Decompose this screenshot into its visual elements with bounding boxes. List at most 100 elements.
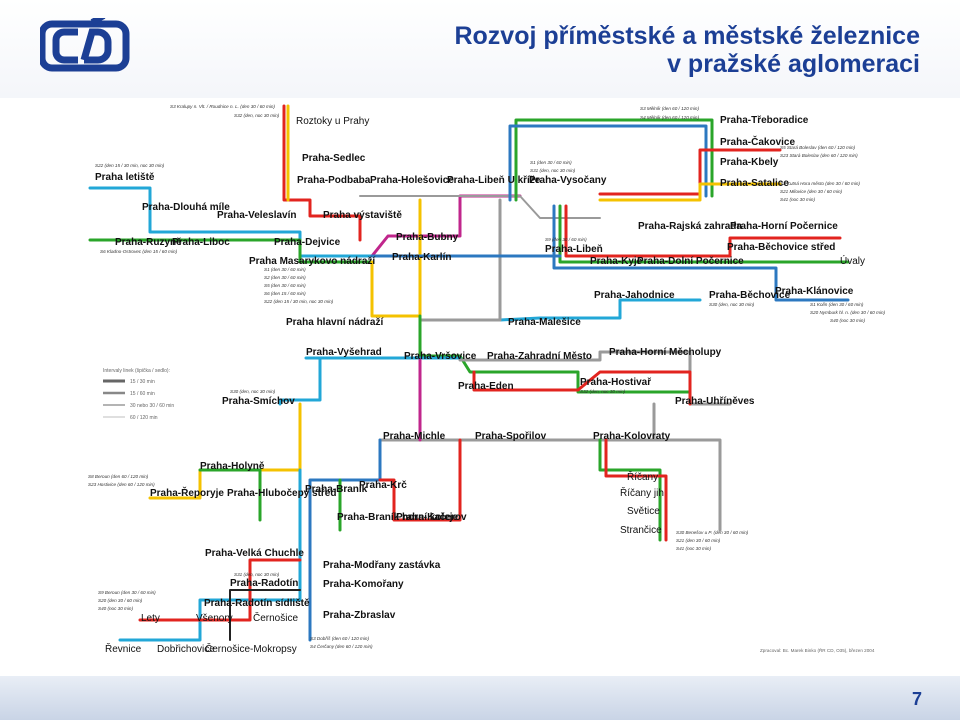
note-s6: S6 (den 15 / 60 min) [264, 291, 306, 296]
station-zahradni-mesto: Praha-Zahradní Město [487, 351, 592, 362]
station-vysehrad: Praha-Vyšehrad [306, 347, 382, 358]
note-s30-smichov: S30 (den, noc 30 min) [230, 389, 276, 394]
note-s40-noc2: S40 (noc 30 min) [98, 606, 133, 611]
line-liben-east-1 [558, 204, 850, 264]
station-karlin: Praha-Karlín [392, 252, 451, 263]
station-horni-mecholupy: Praha-Horní Měcholupy [609, 347, 722, 358]
station-letiste: Praha letiště [95, 172, 155, 183]
note-s20-noc: S20 (den 30 / 60 min) [98, 598, 143, 603]
station-radotin: Praha-Radotín [230, 578, 298, 589]
note-s9-liben: S9 (den 30 / 60 min) [545, 237, 587, 242]
note-s41-noc2: S41 (noc 30 min) [676, 546, 711, 551]
station-satalice: Praha-Satalice [720, 178, 789, 189]
line-vysehrad-smichov [278, 356, 462, 406]
station-strancice: Strančice [620, 525, 662, 536]
station-smichov: Praha-Smíchov [222, 396, 295, 407]
note-s3-kralupy: S3 Kralupy n. Vlt. / Roudnice n. L. (den… [170, 104, 275, 109]
station-kacerov: Praha-Kačerov [396, 512, 467, 523]
station-liben-kriz: Praha-Libeň U kříže [447, 175, 541, 186]
station-dolni-pocernice: Praha-Dolní Počernice [637, 256, 744, 267]
station-vysocany: Praha-Vysočany [529, 175, 607, 186]
station-kyje: Praha-Kyje [590, 256, 643, 267]
line-notes: S3 Kralupy n. Vlt. / Roudnice n. L. (den… [88, 104, 886, 649]
station-branik-horni: Praha-Braník horní koleje [337, 512, 459, 523]
line-ricany-3 [604, 438, 668, 542]
line-chuchle-radotin [118, 468, 302, 642]
station-cakovice: Praha-Čakovice [720, 135, 795, 148]
station-vsenory: Všenory [196, 613, 233, 624]
title-line-1: Rozvoj příměstské a městské železnice [454, 22, 920, 50]
station-lety: Lety [141, 613, 160, 624]
line-hlavni-north [370, 198, 422, 318]
station-sedlec: Praha-Sedlec [302, 153, 366, 164]
legend-item-30-60: 30 nebo 30 / 60 min [130, 403, 174, 409]
note-s32: S32 (den, noc 30 min) [234, 113, 280, 118]
line-vrsovice-mecholupy [458, 350, 732, 406]
station-velka-chuchle: Praha-Velká Chuchle [205, 548, 304, 559]
station-hlubocepy: Praha-Hlubočepy střed [227, 488, 336, 499]
note-s9-beroun: S9 Beroun (den 30 / 60 min) [98, 590, 156, 595]
note-s22-letiste: S22 (den 15 / 30 min, noc 30 min) [95, 163, 165, 168]
station-liboc: Praha-Liboc [172, 237, 230, 248]
station-podbaba: Praha-Podbaba [297, 175, 371, 186]
line-hlavni-south [418, 314, 692, 394]
line-s2-kutna [598, 182, 782, 202]
line-s6-kladno [88, 238, 374, 264]
line-radotin-black [229, 589, 301, 641]
note-s40-noc: S40 (noc 30 min) [830, 318, 865, 323]
source-credit: Zpracoval: Bc. Marek Binko (ŘR CD, O35),… [760, 646, 875, 653]
note-s22: S22 (den 15 / 30 min, noc 30 min) [264, 299, 334, 304]
station-sporilov: Praha-Spořilov [475, 431, 547, 442]
line-ricany-2 [598, 438, 662, 542]
station-komorany: Praha-Komořany [323, 579, 404, 590]
line-s4-melnik [508, 124, 708, 202]
note-s32-hostivar: S32 (den, noc 30 min) [580, 389, 626, 394]
station-dejvice: Praha-Dejvice [274, 237, 341, 248]
station-hostivar: Praha-Hostivař [580, 377, 651, 388]
station-dobrichovice: Dobřichovice [157, 644, 215, 655]
station-revnice: Řevnice [105, 642, 142, 655]
note-s5-stara: S5 Stará Boleslav (den 60 / 120 min) [780, 145, 856, 150]
station-reporyje: Praha-Řeporyje [150, 486, 224, 499]
page-number: 7 [911, 689, 922, 709]
station-krc: Praha-Krč [359, 480, 407, 491]
station-ricany-jih: Říčany jih [620, 486, 664, 499]
station-klanovice: Praha-Klánovice [775, 286, 854, 297]
station-bechovice: Praha-Běchovice [709, 290, 791, 301]
station-uhrineves: Praha-Uhříněves [675, 396, 755, 407]
note-s30-benesov: S30 Benešov u P. (den 30 / 60 min) [676, 530, 749, 535]
line-hostivar [472, 370, 692, 406]
station-jahodnice: Praha-Jahodnice [594, 290, 675, 301]
station-roztoky: Roztoky u Prahy [296, 116, 369, 127]
station-kolovraty: Praha-Kolovraty [593, 431, 671, 442]
line-ricany [652, 438, 722, 532]
station-uvaly: Úvaly [840, 254, 865, 267]
note-s3-melnik: S3 Mělník (den 60 / 120 min) [640, 106, 699, 111]
line-s3-north [282, 104, 362, 242]
station-branik: Praha-Braník [305, 484, 368, 495]
line-smichov-south [148, 402, 302, 500]
note-s5: S5 (den 30 / 60 min) [264, 283, 306, 288]
station-kbely: Praha-Kbely [720, 157, 779, 168]
station-cernosice-mokropsy: Černošice-Mokropsy [205, 642, 297, 655]
note-s20-nymburk: S20 Nymburk hl. n. (den 30 / 60 min) [810, 310, 886, 315]
station-malesice: Praha-Malešice [508, 317, 581, 328]
station-liben: Praha-Libeň [545, 244, 603, 255]
station-vystaviste: Praha výstaviště [323, 210, 402, 221]
line-malesice-jahodnice [498, 298, 702, 322]
station-bechovice-stred-label: Praha-Běchovice střed [727, 242, 835, 253]
line-bubny [370, 194, 522, 258]
footer: 7 [0, 676, 960, 720]
note-s23-stara: S23 Stará Boleslav (den 60 / 120 min) [780, 153, 858, 158]
station-ricany: Říčany [627, 470, 658, 483]
note-s1-kolin: S1 Kolín (den 30 / 60 min) [810, 302, 864, 307]
station-vrsovice: Praha-Vršovice [404, 351, 477, 362]
line-krc-kacerov [378, 438, 462, 522]
station-veleslavin: Praha-Veleslavín [217, 210, 297, 221]
note-s8-beroun: S8 Beroun (den 60 / 120 min) [88, 474, 149, 479]
legend-item-15-30: 15 / 30 min [130, 379, 155, 385]
station-michle: Praha-Michle [383, 431, 446, 442]
note-s3-dobris: S3 Dobříš (den 60 / 120 min) [310, 636, 369, 641]
station-masarykovo: Praha Masarykovo nádraží [249, 256, 376, 267]
